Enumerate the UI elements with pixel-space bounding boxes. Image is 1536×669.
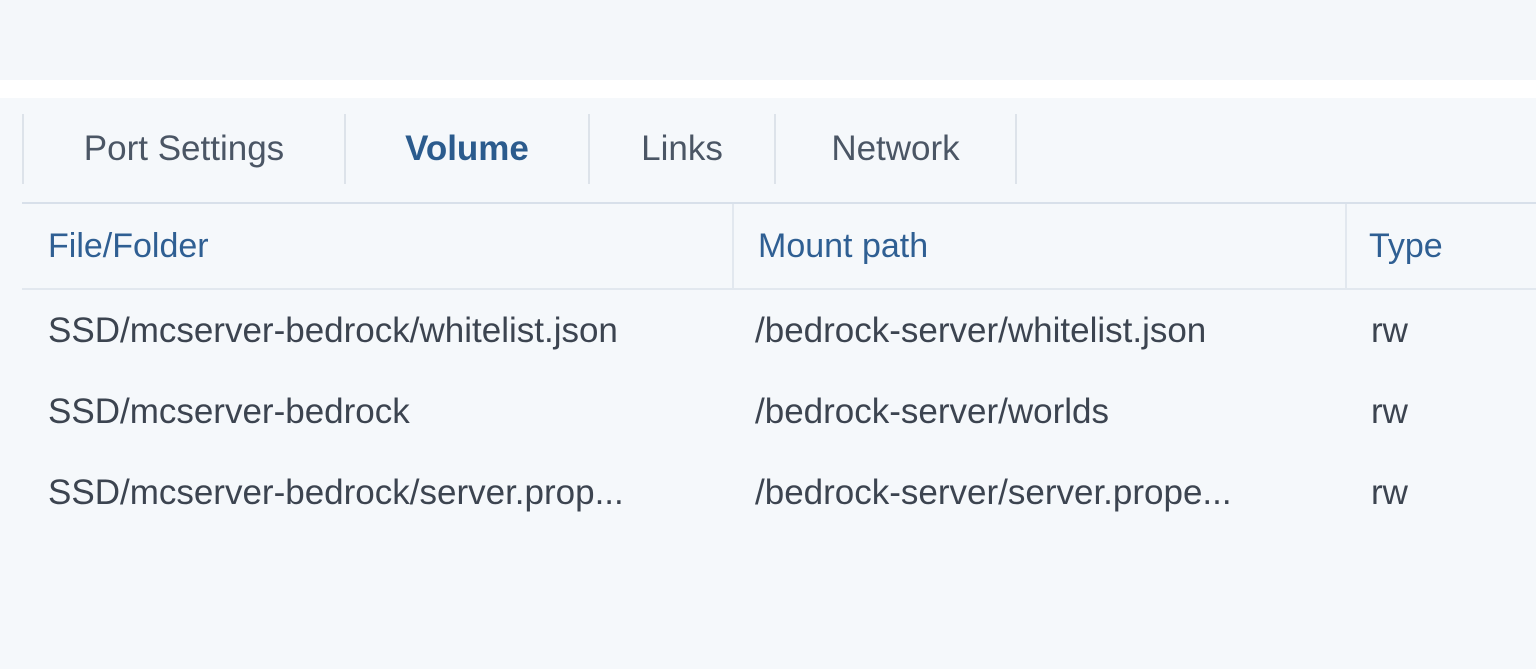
cell-file-folder: SSD/mcserver-bedrock	[48, 391, 410, 431]
tab-port-settings[interactable]: Port Settings	[24, 114, 346, 184]
cell-type: rw	[1371, 391, 1408, 431]
tab-volume[interactable]: Volume	[346, 114, 590, 184]
tab-bar: Port Settings Volume Links Network	[22, 114, 1017, 184]
tab-network[interactable]: Network	[776, 114, 1017, 184]
cell-mount-path: /bedrock-server/server.prope...	[755, 472, 1232, 512]
cell-mount-path: /bedrock-server/whitelist.json	[755, 310, 1207, 350]
column-header-type[interactable]: Type	[1369, 226, 1443, 265]
cell-file-folder: SSD/mcserver-bedrock/whitelist.json	[48, 310, 618, 350]
table-header: File/Folder Mount path Type	[22, 202, 1536, 290]
cell-type: rw	[1371, 310, 1408, 350]
table-row[interactable]: SSD/mcserver-bedrock/server.prop... /bed…	[22, 452, 1536, 533]
cell-file-folder: SSD/mcserver-bedrock/server.prop...	[48, 472, 624, 512]
top-area	[0, 0, 1536, 80]
volume-table: File/Folder Mount path Type SSD/mcserver…	[22, 202, 1536, 533]
table-row[interactable]: SSD/mcserver-bedrock/whitelist.json /bed…	[22, 290, 1536, 371]
top-divider-strip	[0, 80, 1536, 98]
column-header-file-folder[interactable]: File/Folder	[22, 204, 734, 288]
tab-links[interactable]: Links	[590, 114, 776, 184]
cell-type: rw	[1371, 472, 1408, 512]
table-row[interactable]: SSD/mcserver-bedrock /bedrock-server/wor…	[22, 371, 1536, 452]
cell-mount-path: /bedrock-server/worlds	[755, 391, 1109, 431]
container-settings-panel: Port Settings Volume Links Network File/…	[0, 98, 1536, 669]
column-header-mount-path[interactable]: Mount path	[734, 204, 1347, 288]
